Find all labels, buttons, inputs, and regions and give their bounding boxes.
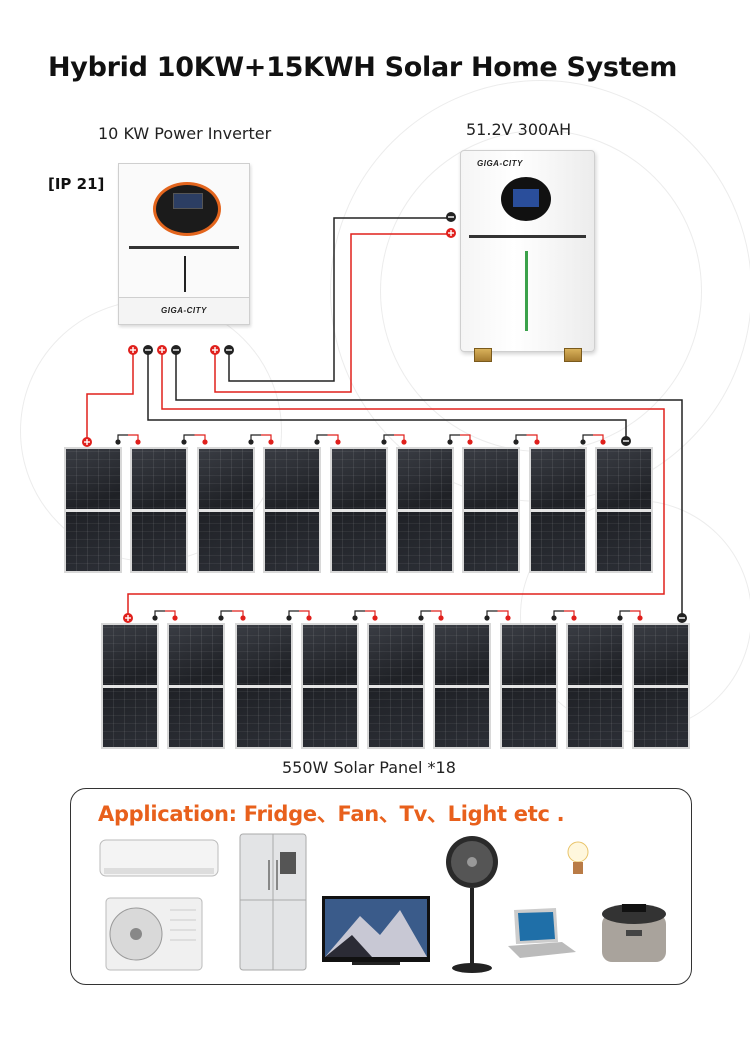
positive-terminal-icon bbox=[123, 613, 133, 623]
solar-panel bbox=[433, 623, 491, 749]
battery-label: 51.2V 300AH bbox=[466, 120, 572, 139]
solar-panel bbox=[197, 447, 255, 573]
terminal-symbols bbox=[82, 212, 687, 623]
inverter-label: 10 KW Power Inverter bbox=[98, 124, 272, 143]
connector-dot bbox=[401, 439, 407, 445]
negative-terminal-icon bbox=[446, 212, 456, 222]
inverter-indicator bbox=[184, 256, 186, 292]
negative-terminal-icon bbox=[677, 613, 687, 623]
battery-positive-wire bbox=[214, 233, 450, 393]
solar-panel bbox=[462, 447, 520, 573]
solar-panel bbox=[64, 447, 122, 573]
solar-panel bbox=[235, 623, 293, 749]
connector-dot bbox=[617, 615, 623, 621]
solar-panel bbox=[500, 623, 558, 749]
connector-dot bbox=[372, 615, 378, 621]
tv-icon bbox=[322, 896, 430, 965]
battery-display bbox=[501, 177, 551, 221]
connector-dot bbox=[438, 615, 444, 621]
battery-brand: GIGA-CITY bbox=[477, 159, 523, 168]
inverter-bar bbox=[129, 246, 239, 249]
solar-panel bbox=[101, 623, 159, 749]
pv2-negative-wire bbox=[175, 352, 683, 615]
solar-panel bbox=[595, 447, 653, 573]
page-title: Hybrid 10KW+15KWH Solar Home System bbox=[48, 52, 678, 83]
connector-dot bbox=[580, 439, 586, 445]
connector-dot bbox=[314, 439, 320, 445]
connector-dot bbox=[135, 439, 141, 445]
rice-cooker-icon bbox=[602, 904, 666, 962]
connector-dot bbox=[115, 439, 121, 445]
connector-dot bbox=[467, 439, 473, 445]
battery-terminal bbox=[564, 348, 582, 362]
fan-icon bbox=[446, 836, 498, 973]
connector-dot bbox=[352, 615, 358, 621]
connector-dot bbox=[218, 615, 224, 621]
solar-panel bbox=[130, 447, 188, 573]
connector-dot bbox=[248, 439, 254, 445]
negative-terminal-icon bbox=[143, 345, 153, 355]
connector-dot bbox=[637, 615, 643, 621]
connector-dot bbox=[381, 439, 387, 445]
connector-dot bbox=[513, 439, 519, 445]
solar-panel bbox=[566, 623, 624, 749]
solar-panel bbox=[367, 623, 425, 749]
solar-panel bbox=[632, 623, 690, 749]
fridge-icon bbox=[239, 833, 307, 971]
connector-dot bbox=[202, 439, 208, 445]
pv2-positive-wire bbox=[127, 352, 665, 615]
connector-dot bbox=[418, 615, 424, 621]
solar-panel bbox=[529, 447, 587, 573]
inverter-base: GIGA-CITY bbox=[119, 297, 249, 324]
positive-terminal-icon bbox=[82, 437, 92, 447]
negative-terminal-icon bbox=[621, 436, 631, 446]
panel-label: 550W Solar Panel *18 bbox=[282, 758, 456, 777]
connector-dot bbox=[152, 615, 158, 621]
inverter-brand: GIGA-CITY bbox=[161, 306, 207, 315]
solar-panel bbox=[396, 447, 454, 573]
battery-indicator bbox=[525, 251, 528, 331]
connector-dot bbox=[447, 439, 453, 445]
negative-terminal-icon bbox=[224, 345, 234, 355]
positive-terminal-icon bbox=[128, 345, 138, 355]
positive-terminal-icon bbox=[446, 228, 456, 238]
connector-dot bbox=[335, 439, 341, 445]
negative-terminal-icon bbox=[171, 345, 181, 355]
battery-terminal bbox=[474, 348, 492, 362]
light-bulb-icon bbox=[567, 841, 589, 874]
connector-dot bbox=[551, 615, 557, 621]
battery-unit: GIGA-CITY bbox=[460, 150, 595, 352]
solar-panel bbox=[330, 447, 388, 573]
power-inverter: GIGA-CITY bbox=[118, 163, 250, 325]
connector-dot bbox=[172, 615, 178, 621]
connector-dot bbox=[484, 615, 490, 621]
connector-dot bbox=[534, 439, 540, 445]
connector-dot bbox=[571, 615, 577, 621]
application-title: Application: Fridge、Fan、Tv、Light etc . bbox=[98, 802, 565, 826]
connector-dot bbox=[306, 615, 312, 621]
connector-dot bbox=[600, 439, 606, 445]
positive-terminal-icon bbox=[210, 345, 220, 355]
battery-band bbox=[469, 235, 586, 238]
pv1-negative-wire bbox=[147, 352, 627, 438]
inverter-display bbox=[153, 182, 221, 236]
positive-terminal-icon bbox=[157, 345, 167, 355]
ip-rating: [IP 21] bbox=[48, 175, 105, 193]
laptop-icon bbox=[508, 908, 576, 958]
solar-panel bbox=[167, 623, 225, 749]
battery-negative-wire bbox=[228, 217, 450, 382]
solar-panel bbox=[301, 623, 359, 749]
connector-dot bbox=[286, 615, 292, 621]
connector-dot bbox=[505, 615, 511, 621]
connector-dot bbox=[181, 439, 187, 445]
connector-dot bbox=[268, 439, 274, 445]
connector-dot bbox=[240, 615, 246, 621]
solar-panel bbox=[263, 447, 321, 573]
pv1-positive-wire bbox=[86, 352, 134, 438]
air-conditioner-icon bbox=[99, 839, 219, 971]
